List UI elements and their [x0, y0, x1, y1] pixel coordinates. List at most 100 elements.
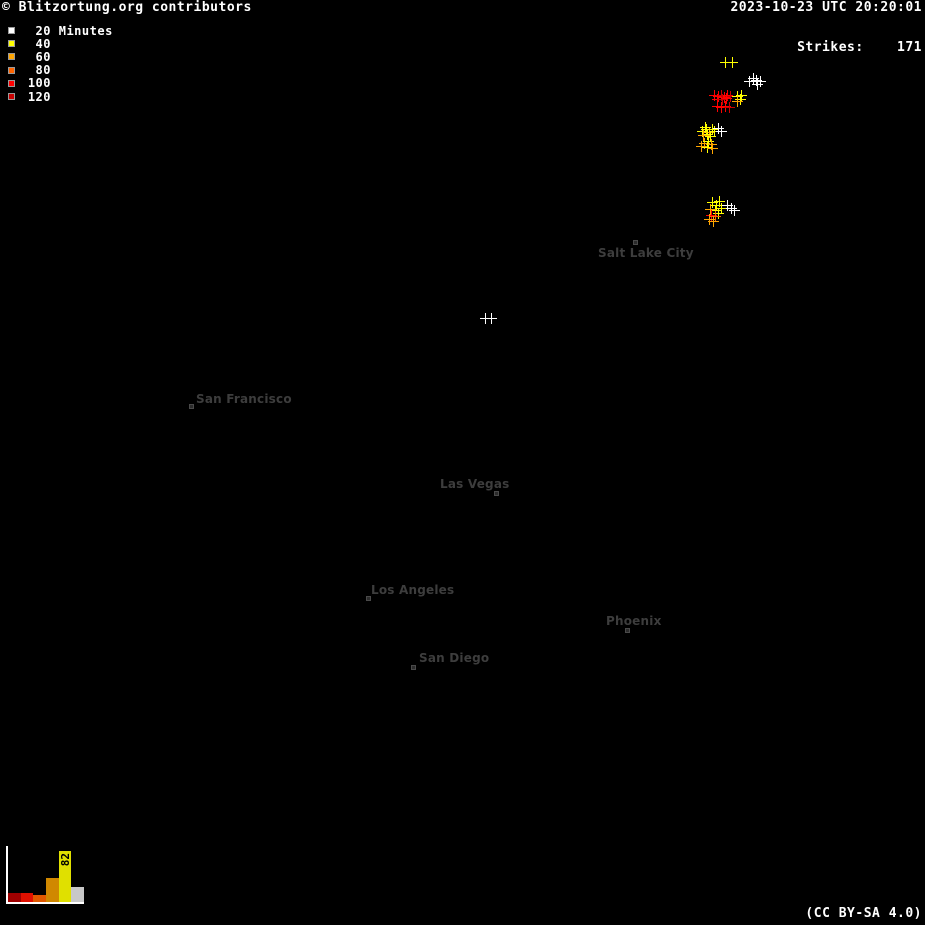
legend-item-label: 100	[27, 76, 51, 91]
lightning-strike-marker	[711, 100, 723, 112]
lightning-strike-marker	[704, 130, 716, 142]
lightning-strike-marker	[705, 138, 717, 150]
lightning-strike-marker	[703, 213, 715, 225]
lightning-strike-marker	[716, 93, 728, 105]
city-marker-icon	[625, 628, 630, 633]
lightning-strike-marker	[751, 78, 763, 90]
lightning-strike-marker	[705, 209, 717, 221]
legend-swatch-icon	[8, 27, 15, 35]
lightning-strike-marker	[712, 90, 724, 102]
lightning-strike-marker	[708, 125, 720, 137]
legend-item-label: 40	[35, 36, 51, 51]
license-text: (CC BY-SA 4.0)	[805, 906, 922, 921]
legend-item-label: 120	[27, 89, 51, 104]
city-label: Salt Lake City	[598, 246, 694, 260]
lightning-strike-marker	[703, 126, 715, 138]
lightning-strike-marker	[696, 125, 708, 137]
strike-rate-histogram: 82	[6, 846, 85, 904]
lightning-strike-marker	[721, 199, 733, 211]
lightning-strike-marker	[715, 89, 727, 101]
histogram-bar	[33, 894, 47, 902]
timestamp-text: 2023-10-23 UTC 20:20:01	[730, 0, 922, 15]
legend-item-label: 20 Minutes	[35, 23, 113, 38]
strike-counter-value: 171	[897, 40, 922, 55]
lightning-strike-marker	[711, 93, 723, 105]
lightning-strike-marker	[706, 123, 718, 135]
city-marker-icon	[189, 404, 194, 409]
lightning-strike-marker	[485, 312, 497, 324]
legend-swatch-icon	[8, 53, 15, 61]
lightning-strike-marker	[709, 210, 721, 222]
lightning-strike-marker	[710, 199, 722, 211]
city-label: San Francisco	[196, 392, 292, 406]
legend-item[interactable]: 80	[8, 63, 105, 78]
legend: 20 Minutes 40 60 80 100 120	[8, 23, 113, 104]
city-marker-icon	[366, 596, 371, 601]
legend-item[interactable]: 100	[8, 76, 105, 91]
legend-item-label: 80	[35, 63, 51, 78]
strike-counter: Strikes: 171	[764, 25, 922, 70]
lightning-strike-marker	[731, 90, 743, 102]
lightning-strike-marker	[754, 75, 766, 87]
lightning-strike-marker	[701, 128, 713, 140]
legend-swatch-icon	[8, 66, 15, 74]
strike-counter-label: Strikes:	[797, 40, 864, 55]
lightning-strike-marker	[712, 122, 724, 134]
legend-item[interactable]: 120	[8, 89, 105, 104]
lightning-strike-marker	[747, 72, 759, 84]
lightning-strike-marker	[743, 75, 755, 87]
histogram-bar	[20, 893, 34, 902]
histogram-bar	[8, 893, 21, 902]
city-marker-icon	[494, 491, 499, 496]
lightning-strike-marker	[704, 203, 716, 215]
lightning-strike-marker	[707, 215, 719, 227]
lightning-strike-marker	[715, 101, 727, 113]
histogram-y-axis	[6, 846, 8, 904]
legend-item[interactable]: 20 Minutes	[8, 23, 113, 38]
histogram-bar-value: 82	[58, 852, 72, 867]
lightning-strike-marker	[713, 195, 725, 207]
lightning-strike-marker	[750, 74, 762, 86]
lightning-strike-marker	[723, 101, 735, 113]
legend-item[interactable]: 60	[8, 49, 105, 64]
city-marker-icon	[633, 240, 638, 245]
lightning-strike-marker	[726, 56, 738, 68]
legend-swatch-icon	[8, 79, 15, 87]
lightning-strike-marker	[706, 142, 718, 154]
lightning-strike-marker	[701, 141, 713, 153]
lightning-strike-marker	[712, 207, 724, 219]
lightning-strike-marker	[719, 100, 731, 112]
lightning-strike-marker	[700, 123, 712, 135]
lightning-strike-marker	[698, 137, 710, 149]
lightning-strike-marker	[725, 202, 737, 214]
histogram-x-axis	[6, 902, 84, 904]
lightning-strike-marker	[715, 202, 727, 214]
lightning-strike-marker	[735, 89, 747, 101]
lightning-strike-marker	[718, 91, 730, 103]
city-label: Phoenix	[606, 614, 662, 628]
lightning-strike-marker	[709, 204, 721, 216]
city-label: Las Vegas	[440, 477, 510, 491]
legend-item-label: 60	[35, 49, 51, 64]
legend-item[interactable]: 40	[8, 36, 105, 51]
lightning-strike-marker	[719, 56, 731, 68]
lightning-strike-marker	[715, 125, 727, 137]
lightning-strike-marker	[695, 140, 707, 152]
legend-swatch-icon	[8, 93, 15, 101]
city-marker-icon	[411, 665, 416, 670]
lightning-strike-marker	[706, 196, 718, 208]
lightning-strike-marker	[708, 89, 720, 101]
lightning-strike-marker	[734, 93, 746, 105]
legend-swatch-icon	[8, 40, 15, 48]
histogram-bars: 82	[8, 846, 85, 902]
histogram-bar	[46, 878, 59, 902]
lightning-strike-marker	[728, 204, 740, 216]
histogram-bar	[71, 887, 85, 902]
lightning-strike-marker	[697, 129, 709, 141]
lightning-strike-marker	[720, 92, 732, 104]
lightning-strike-marker	[721, 89, 733, 101]
lightning-strike-marker	[479, 312, 491, 324]
lightning-strike-marker	[731, 95, 743, 107]
